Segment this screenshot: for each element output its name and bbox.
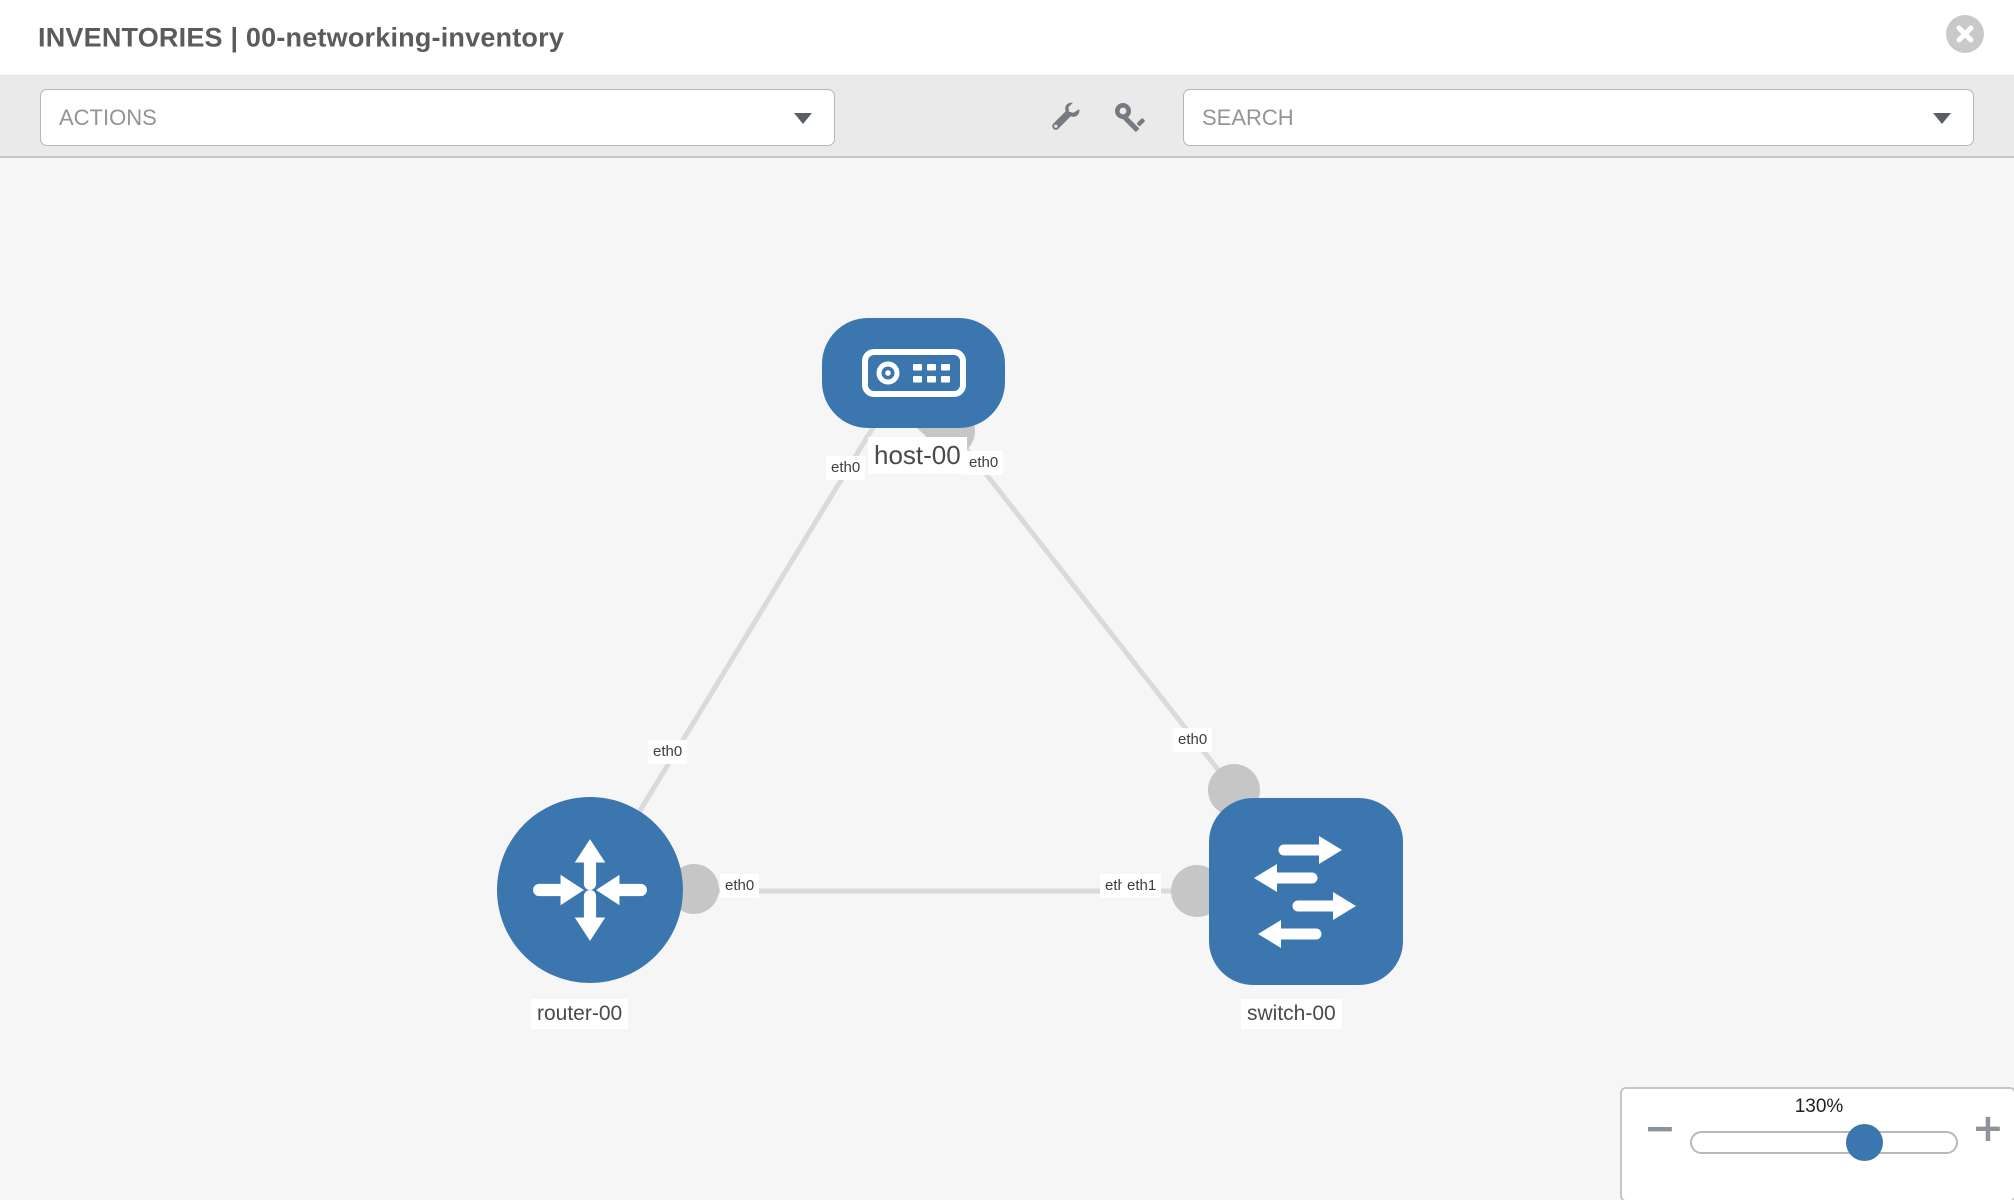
zoom-out-button[interactable]: − — [1644, 1106, 1676, 1150]
actions-dropdown-label: ACTIONS — [59, 104, 157, 130]
node-label-switch: switch-00 — [1241, 999, 1342, 1030]
zoom-in-button[interactable]: + — [1972, 1106, 2004, 1150]
host-icon — [861, 349, 966, 397]
interface-label: eth1 — [1122, 874, 1162, 898]
close-button[interactable] — [1946, 15, 1984, 53]
actions-dropdown[interactable]: ACTIONS — [40, 89, 835, 146]
node-router-00[interactable] — [497, 797, 683, 983]
zoom-control-panel: 130% − + — [1620, 1087, 2014, 1200]
interface-label: eth0 — [1173, 728, 1213, 752]
wrench-icon[interactable] — [1046, 100, 1082, 136]
chevron-down-icon — [1933, 112, 1951, 124]
switch-icon — [1254, 835, 1356, 948]
close-icon — [1956, 25, 1974, 43]
zoom-slider-thumb[interactable] — [1846, 1124, 1883, 1161]
interface-label: eth0 — [648, 740, 688, 764]
header-bar: INVENTORIES | 00-networking-inventory — [0, 0, 2014, 76]
node-label-host: host-00 — [868, 437, 967, 474]
chevron-down-icon — [794, 112, 812, 124]
zoom-slider-track[interactable] — [1690, 1124, 1958, 1161]
key-icon[interactable] — [1112, 100, 1148, 136]
search-dropdown[interactable]: SEARCH — [1183, 89, 1974, 146]
interface-label: eth0 — [826, 456, 866, 480]
zoom-level-value: 130% — [1794, 1096, 1844, 1117]
node-host-00[interactable] — [822, 318, 1005, 428]
router-icon — [533, 839, 647, 941]
node-switch-00[interactable] — [1209, 798, 1403, 985]
toolbar: ACTIONS SEARCH — [0, 76, 2014, 158]
page-title: INVENTORIES | 00-networking-inventory — [38, 22, 565, 52]
search-placeholder: SEARCH — [1202, 104, 1294, 130]
node-label-router: router-00 — [531, 999, 629, 1030]
interface-label: eth0 — [964, 451, 1004, 475]
topology-canvas[interactable] — [0, 158, 2014, 1200]
interface-label: eth0 — [720, 874, 760, 898]
